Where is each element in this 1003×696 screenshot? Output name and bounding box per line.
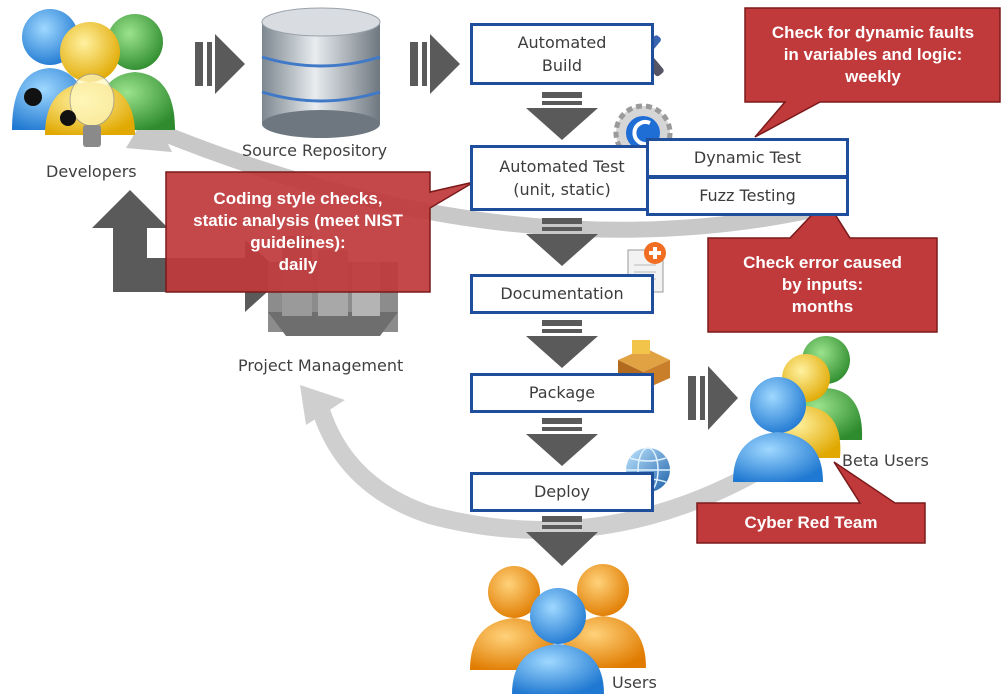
arrow-package-to-deploy [526, 418, 598, 466]
stage-package: Package [470, 373, 654, 413]
arrow-deploy-to-users [526, 516, 598, 566]
callout-red-team: Cyber Red Team [744, 512, 878, 532]
callout-dynamic-faults-shape [744, 7, 1001, 138]
callout-coding-style-shape [165, 171, 475, 293]
feedback-arc-head-pm [300, 385, 345, 425]
beta-users-icon [733, 336, 863, 482]
project-management-label: Project Management [238, 356, 404, 375]
stage-deploy: Deploy [470, 472, 654, 512]
arrow-build-to-test [526, 92, 598, 140]
developers-icon [12, 9, 175, 147]
arrow-package-to-beta [688, 366, 738, 430]
callout-error-inputs-shape [707, 198, 938, 333]
callout-error-inputs: Check error caused by inputs: months [743, 252, 902, 317]
database-icon [261, 7, 381, 138]
developers-label: Developers [46, 162, 137, 181]
users-label: Users [612, 673, 657, 692]
stage-automated-build: Automated Build [470, 23, 654, 85]
source-repository-label: Source Repository [242, 141, 388, 160]
stage-dynamic-test: Dynamic Test [646, 138, 849, 178]
callout-dynamic-faults: Check for dynamic faults in variables an… [771, 22, 975, 87]
arrow-test-to-doc [526, 218, 598, 266]
arrow-doc-to-package [526, 320, 598, 368]
stage-fuzz-testing: Fuzz Testing [646, 176, 849, 216]
callout-red-team-shape [696, 461, 926, 544]
callout-coding-style: Coding style checks, static analysis (me… [193, 188, 403, 275]
beta-users-label: Beta Users [842, 451, 929, 470]
feedback-arc-beta-to-pm [309, 397, 765, 539]
users-icon [470, 564, 646, 694]
stage-automated-test: Automated Test (unit, static) [470, 145, 654, 211]
stage-documentation: Documentation [470, 274, 654, 314]
feedback-arc-fuzz-to-developers [146, 120, 837, 238]
arrow-developers-to-repo [195, 34, 245, 94]
arrow-repo-to-build [410, 34, 460, 94]
